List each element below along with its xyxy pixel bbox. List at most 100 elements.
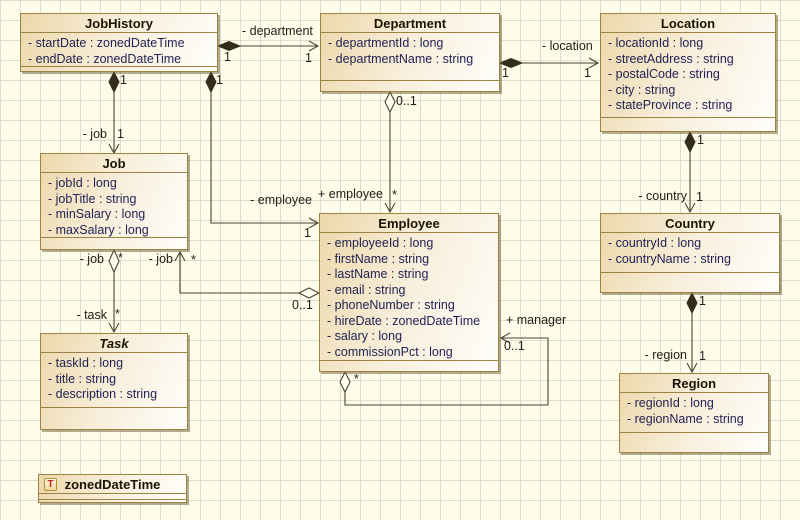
relation-location-country[interactable] [684,130,696,214]
attribute: - firstName : string [327,251,430,266]
attribute: - regionId : long [627,396,714,410]
class-country[interactable]: Country - countryId : long- countryName … [600,213,780,293]
attribute: - commissionPct : long [327,344,453,359]
role-label-job-end: - job [79,252,104,266]
role-label-job-of-employee: - job [148,252,173,266]
attribute: - jobId : long [48,176,117,190]
class-jobhistory[interactable]: JobHistory - startDate : zonedDateTime- … [20,13,218,72]
attribute: - title : string [48,371,117,386]
operations-compartment [320,361,498,371]
multiplicity: 1 [502,66,509,80]
attribute-list: - departmentId : long- departmentName : … [321,33,499,81]
multiplicity: 0..1 [504,339,525,353]
operations-compartment [41,238,187,249]
multiplicity: 1 [697,133,704,147]
attribute: - maxSalary : long [48,222,149,237]
operations-compartment [321,81,499,91]
relation-department-location[interactable] [498,57,600,69]
role-label-task-end: - task [76,308,107,322]
class-title: JobHistory [21,14,217,33]
attribute: - salary : long [327,329,403,343]
multiplicity: 1 [699,294,706,308]
attribute: - email : string [327,282,406,297]
attribute-list: - locationId : long- streetAddress : str… [601,33,775,118]
multiplicity: * [115,307,120,321]
attribute: - stateProvince : string [608,98,733,112]
class-location[interactable]: Location - locationId : long- streetAddr… [600,13,776,132]
attribute-list: - taskId : long- title : string- descrip… [41,353,187,408]
operations-compartment [21,67,217,71]
multiplicity: * [392,188,397,202]
operations-compartment [41,408,187,429]
multiplicity: 1 [696,190,703,204]
class-task[interactable]: Task - taskId : long- title : string- de… [40,333,188,430]
attribute: - streetAddress : string [608,51,734,66]
multiplicity: 1 [216,73,223,87]
datatype-compartment [39,499,186,505]
attribute: - countryName : string [608,251,731,266]
relation-employee-manager[interactable] [339,332,549,406]
attribute: - hireDate : zonedDateTime [327,313,481,328]
attribute: - employeeId : long [327,236,434,250]
class-title: Country [601,214,779,233]
role-label-employee: - employee [250,193,312,207]
role-label-country: - country [638,189,687,203]
multiplicity: 1 [117,127,124,141]
attribute: - description : string [48,387,158,401]
class-employee[interactable]: Employee - employeeId : long- firstName … [319,213,499,372]
relation-jobhistory-department[interactable] [216,40,320,52]
attribute: - endDate : zonedDateTime [28,51,182,66]
attribute: - city : string [608,82,676,97]
attribute: - regionName : string [627,411,744,426]
attribute: - postalCode : string [608,67,720,81]
relation-country-region[interactable] [686,291,698,374]
multiplicity: 0..1 [396,94,417,108]
relation-department-employee[interactable] [384,90,396,214]
operations-compartment [601,118,775,131]
multiplicity: * [118,251,123,265]
role-label-department: - department [242,24,313,38]
multiplicity: 1 [699,349,706,363]
class-title: Department [321,14,499,33]
role-label-employee-public: + employee [318,187,383,201]
class-department[interactable]: Department - departmentId : long- depart… [320,13,500,92]
attribute: - departmentName : string [328,51,474,66]
class-region[interactable]: Region - regionId : long- regionName : s… [619,373,769,453]
attribute: - startDate : zonedDateTime [28,36,185,50]
operations-compartment [620,433,768,452]
multiplicity: 0..1 [292,298,313,312]
datatype-zoneddatetime[interactable]: T zonedDateTime [38,474,187,503]
attribute: - countryId : long [608,236,702,250]
class-title: Region [620,374,768,393]
attribute: - jobTitle : string [48,191,137,206]
role-label-location: - location [542,39,593,53]
attribute-list: - regionId : long- regionName : string [620,393,768,433]
role-label-job: - job [82,127,107,141]
multiplicity: 1 [120,73,127,87]
attribute: - locationId : long [608,36,704,50]
class-title: Task [41,334,187,353]
attribute-list: - employeeId : long- firstName : string-… [320,233,498,361]
datatype-title: zonedDateTime [64,476,161,492]
attribute-list: - startDate : zonedDateTime- endDate : z… [21,33,217,67]
class-title: Location [601,14,775,33]
multiplicity: * [191,253,196,267]
multiplicity: 1 [584,66,591,80]
relation-job-task[interactable] [108,248,120,334]
operations-compartment [601,273,779,292]
multiplicity: * [354,372,359,386]
attribute-list: - countryId : long- countryName : string [601,233,779,273]
attribute: - lastName : string [327,267,429,281]
attribute: - phoneNumber : string [327,298,455,312]
multiplicity: 1 [304,226,311,240]
multiplicity: 1 [305,51,312,65]
relation-jobhistory-employee[interactable] [205,70,320,229]
role-label-region: - region [644,348,687,362]
class-title: Employee [320,214,498,233]
class-job[interactable]: Job - jobId : long- jobTitle : string - m… [40,153,188,250]
relation-employee-job[interactable] [174,250,321,299]
datatype-compartment [39,493,186,499]
class-title: Job [41,154,187,173]
